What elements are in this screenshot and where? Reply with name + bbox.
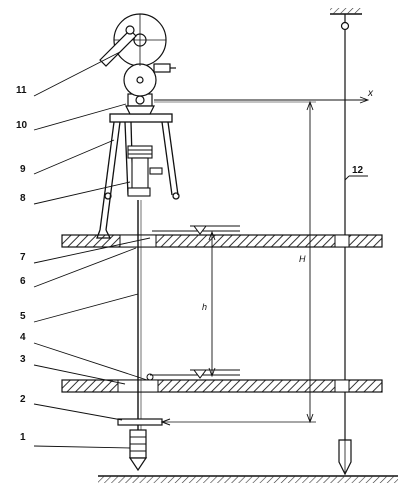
lower-floor-slab — [61, 369, 383, 393]
reading-index — [117, 418, 316, 426]
axis-x-label: x — [367, 88, 374, 99]
measuring-tape — [137, 200, 142, 430]
callout-11: 11 — [16, 85, 27, 96]
ground — [98, 475, 398, 483]
plumb-line — [338, 30, 352, 476]
dimension-h-label: h — [202, 302, 207, 312]
callout-3: 3 — [20, 354, 26, 365]
callout-7: 7 — [20, 252, 26, 263]
callout-1: 1 — [20, 432, 26, 443]
callout-12: 12 — [352, 165, 364, 176]
reference-lines — [154, 96, 370, 424]
instrument-head — [99, 13, 176, 97]
dimension-H-label: H — [299, 254, 306, 264]
tape-clamp — [127, 145, 163, 197]
callout-4: 4 — [20, 332, 26, 343]
callout-6: 6 — [20, 276, 26, 287]
callout-10: 10 — [16, 120, 28, 131]
callout-2: 2 — [20, 394, 26, 405]
leveling-head — [125, 93, 155, 115]
callout-8: 8 — [20, 193, 26, 204]
tape-weight — [128, 429, 148, 472]
upper-floor-slab — [61, 225, 383, 248]
ceiling-support — [330, 8, 362, 31]
leader-lines — [33, 51, 368, 449]
callout-5: 5 — [20, 311, 26, 322]
callout-9: 9 — [20, 164, 26, 175]
